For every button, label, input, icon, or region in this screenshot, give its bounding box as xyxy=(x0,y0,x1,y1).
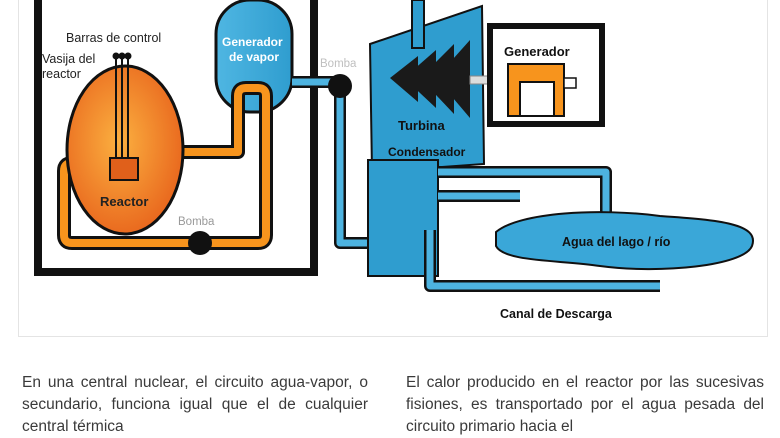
body-text-right: El calor producido en el reactor por las… xyxy=(406,374,764,435)
body-text-left: En una central nuclear, el circuito agua… xyxy=(22,374,368,435)
pump-secondary xyxy=(328,74,352,98)
label-lake: Agua del lago / río xyxy=(562,235,671,249)
lake xyxy=(495,211,754,271)
pump-primary xyxy=(188,231,212,255)
label-condenser: Condensador xyxy=(388,145,466,159)
label-reactor: Reactor xyxy=(100,194,148,209)
label-pump-primary: Bomba xyxy=(178,216,215,228)
label-vessel: Vasija del reactor xyxy=(42,52,99,81)
primary-circuit xyxy=(57,81,273,250)
control-rods xyxy=(112,52,132,160)
reactor-vessel xyxy=(65,64,185,236)
label-control-rods: Barras de control xyxy=(66,31,161,45)
label-pump-secondary: Bomba xyxy=(320,58,357,70)
label-discharge: Canal de Descarga xyxy=(500,307,613,321)
cooling-loop xyxy=(424,166,660,292)
steam-generator xyxy=(214,0,294,114)
containment-building xyxy=(34,0,318,276)
label-steam-generator: Generador de vapor xyxy=(222,35,286,64)
reactor-core xyxy=(109,157,139,181)
label-generator: Generador xyxy=(504,44,570,59)
label-vessel-line2: reactor xyxy=(42,67,81,81)
steam-riser xyxy=(411,0,425,49)
secondary-circuit xyxy=(292,76,382,249)
label-turbine: Turbina xyxy=(398,118,445,133)
turbine-blades xyxy=(390,40,470,118)
label-vessel-line1: Vasija del xyxy=(42,52,95,66)
nuclear-plant-diagram: Barras de control Vasija del reactor Rea… xyxy=(34,0,754,321)
